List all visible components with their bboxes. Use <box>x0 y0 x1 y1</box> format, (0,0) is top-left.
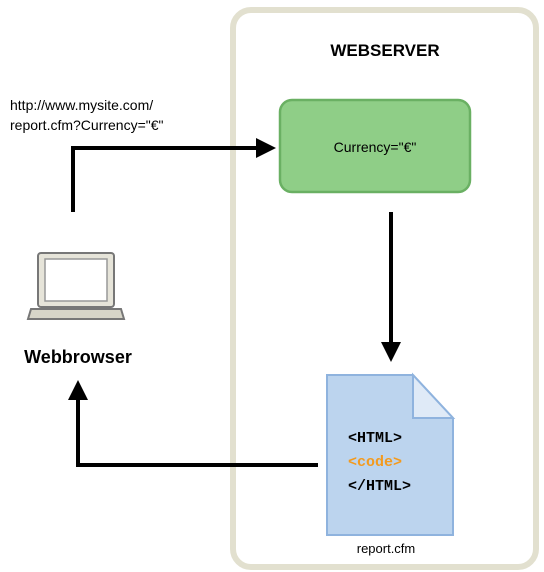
file-name: report.cfm <box>357 541 416 556</box>
webserver-title: WEBSERVER <box>330 41 439 60</box>
request-arrow <box>71 138 276 212</box>
laptop-icon <box>26 252 126 320</box>
response-arrow <box>68 380 318 467</box>
parameter-label: Currency="€" <box>334 139 417 155</box>
document-icon <box>326 372 456 536</box>
request-url-line1: http://www.mysite.com/ <box>10 97 153 113</box>
code-line-html-close: </HTML> <box>348 478 411 495</box>
code-line-code: <code> <box>348 454 402 471</box>
browser-label: Webbrowser <box>24 347 132 367</box>
request-url-line2: report.cfm?Currency="€" <box>10 117 164 133</box>
parameter-box <box>278 98 472 194</box>
code-line-html-open: <HTML> <box>348 430 402 447</box>
